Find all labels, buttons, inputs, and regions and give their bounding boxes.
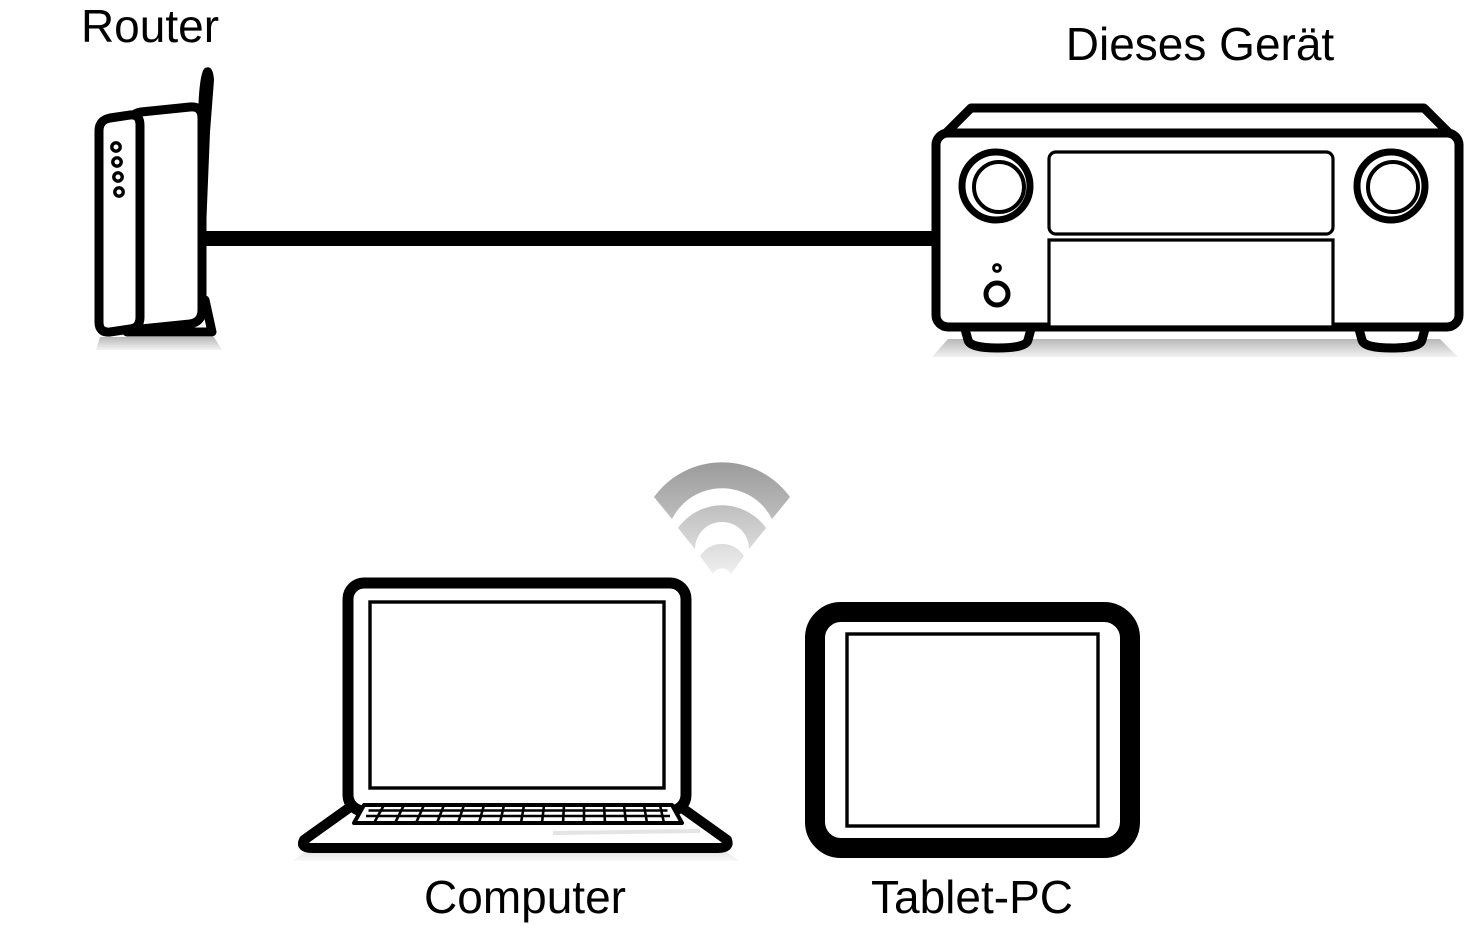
wifi-arcs-icon bbox=[654, 462, 790, 574]
tablet-screen bbox=[845, 632, 1100, 828]
receiver-power-button[interactable] bbox=[983, 280, 1011, 308]
router-led-indicators bbox=[110, 141, 125, 198]
receiver-power-led bbox=[992, 263, 1002, 273]
av-receiver-icon bbox=[931, 103, 1464, 357]
laptop-icon bbox=[292, 577, 740, 861]
wireless-router-icon bbox=[94, 67, 222, 350]
wifi-arc-inner bbox=[700, 543, 744, 574]
label-receiver: Dieses Gerät bbox=[1066, 18, 1335, 70]
router-shadow bbox=[96, 337, 222, 350]
wifi-arc-outer bbox=[654, 462, 790, 519]
laptop-screen bbox=[368, 600, 666, 790]
receiver-display-panel bbox=[1047, 150, 1335, 236]
receiver-knob-left[interactable] bbox=[958, 148, 1034, 224]
receiver-shadow bbox=[932, 339, 1458, 357]
cable-router-to-receiver bbox=[196, 231, 938, 246]
label-router: Router bbox=[81, 0, 219, 52]
laptop-trackpad-edge bbox=[552, 829, 701, 835]
tablet-icon bbox=[805, 602, 1140, 858]
receiver-control-flap bbox=[1047, 238, 1335, 329]
router-body-side bbox=[94, 110, 145, 337]
label-tablet: Tablet-PC bbox=[871, 871, 1073, 923]
label-computer: Computer bbox=[424, 871, 626, 923]
wifi-arc-middle bbox=[678, 505, 766, 549]
laptop-keyboard[interactable] bbox=[352, 803, 684, 825]
receiver-knob-right[interactable] bbox=[1353, 148, 1429, 224]
